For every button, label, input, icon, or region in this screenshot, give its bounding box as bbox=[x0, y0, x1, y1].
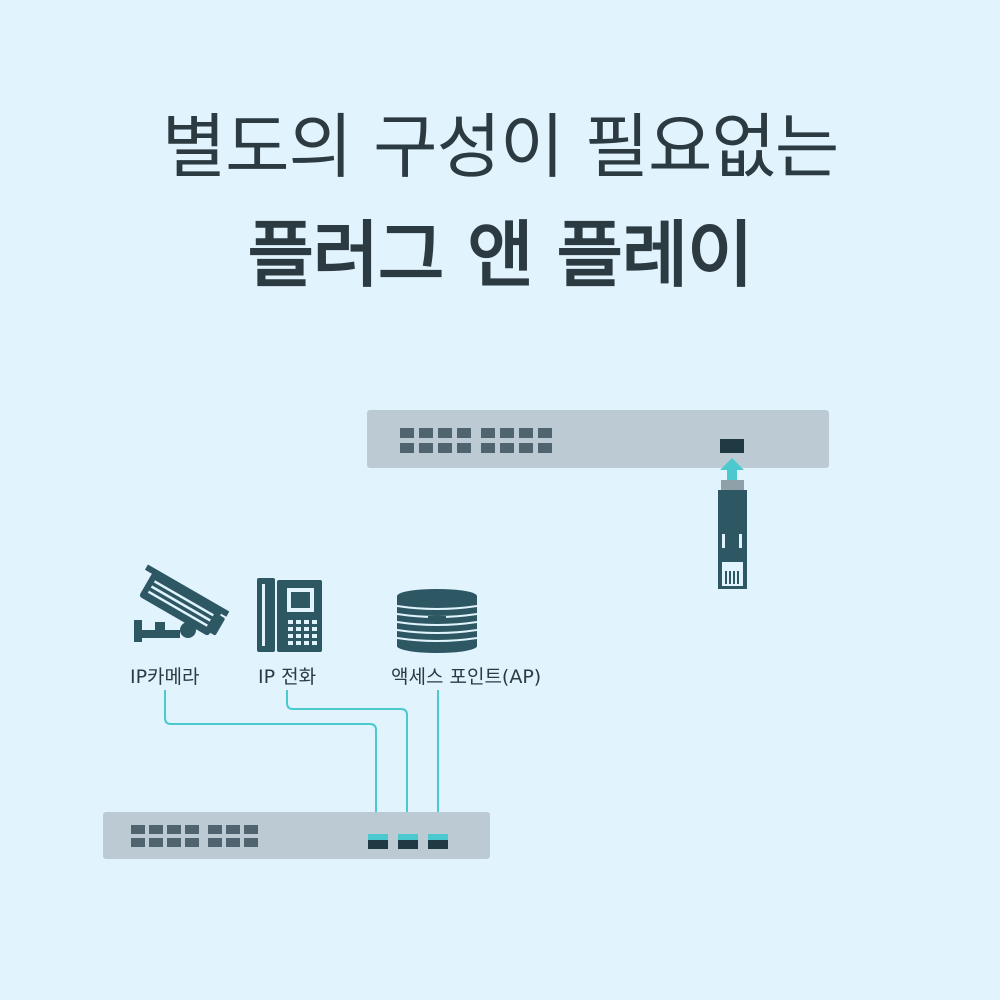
bottom-switch-ports bbox=[131, 825, 258, 847]
ip-phone-icon bbox=[257, 578, 322, 652]
network-cables bbox=[164, 690, 439, 836]
camera-cable bbox=[164, 690, 377, 836]
phone-cable bbox=[286, 690, 408, 836]
access-point-label: 액세스 포인트(AP) bbox=[391, 666, 542, 688]
ip-camera-icon bbox=[134, 564, 230, 642]
ip-phone-label: IP 전화 bbox=[258, 666, 317, 688]
insert-arrow-icon bbox=[720, 458, 744, 480]
top-switch bbox=[367, 410, 829, 468]
access-point-icon bbox=[396, 589, 478, 653]
headline-line-1: 별도의 구성이 필요없는 bbox=[161, 106, 840, 188]
ip-camera-label: IP카메라 bbox=[130, 666, 200, 688]
headline-line-2: 플러그 앤 플레이 bbox=[247, 213, 754, 297]
connected-ports bbox=[368, 834, 448, 849]
sfp-module-icon bbox=[718, 480, 747, 589]
sfp-slot bbox=[720, 439, 744, 453]
bottom-switch bbox=[103, 812, 490, 859]
top-switch-ports bbox=[400, 428, 552, 453]
